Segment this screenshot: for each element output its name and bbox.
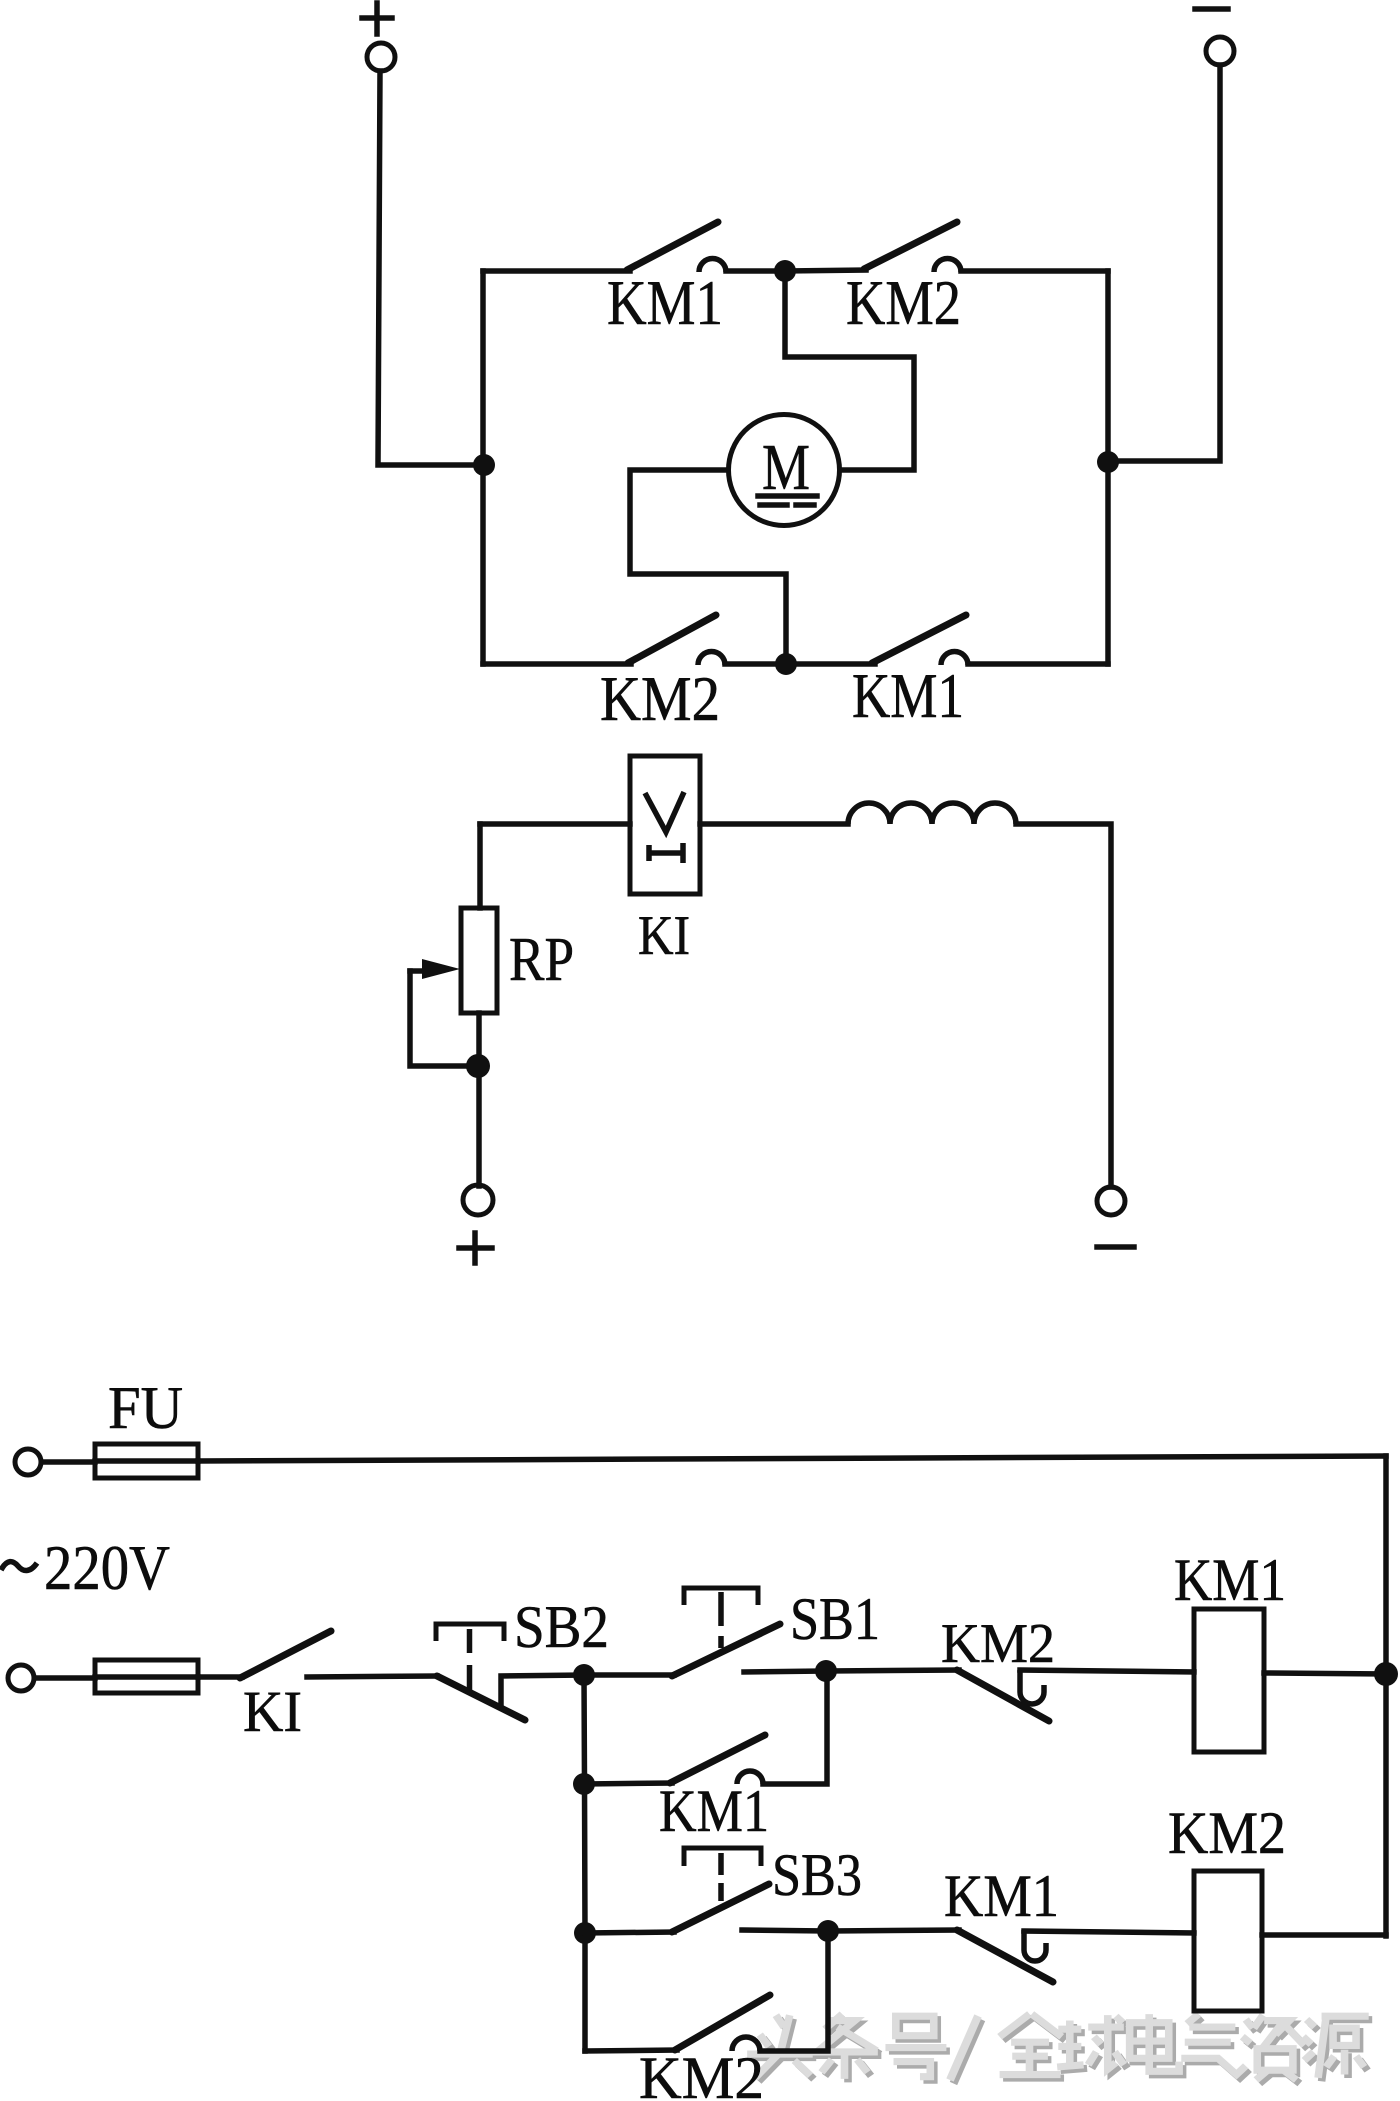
svg-text:KM2: KM2 <box>639 2045 764 2101</box>
svg-text:KM1: KM1 <box>852 660 964 731</box>
svg-text:KM2: KM2 <box>941 1613 1055 1675</box>
svg-text:SB3: SB3 <box>772 1842 862 1908</box>
svg-text:SB1: SB1 <box>790 1586 880 1652</box>
svg-text:SB2: SB2 <box>514 1594 609 1660</box>
svg-text:KM1: KM1 <box>944 1863 1059 1929</box>
svg-text:M: M <box>762 431 810 504</box>
svg-text:KI: KI <box>638 905 690 967</box>
svg-text:RP: RP <box>509 926 574 994</box>
svg-text:KM2: KM2 <box>600 663 720 734</box>
svg-text:KM1: KM1 <box>607 267 723 338</box>
svg-text:220V: 220V <box>44 1532 170 1603</box>
svg-text:KM1: KM1 <box>659 1778 769 1844</box>
svg-text:KM2: KM2 <box>846 267 961 338</box>
svg-text:KI: KI <box>243 1679 302 1744</box>
svg-text:FU: FU <box>108 1375 183 1441</box>
svg-text:KM1: KM1 <box>1174 1547 1286 1613</box>
svg-text:KM2: KM2 <box>1168 1800 1286 1866</box>
